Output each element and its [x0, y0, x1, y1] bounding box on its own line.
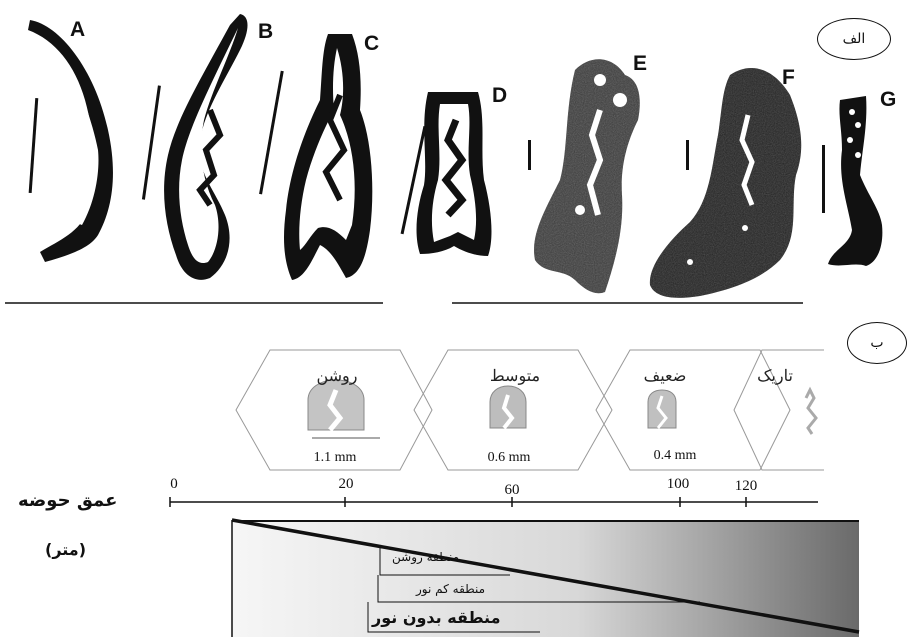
zone-label-low-light: منطقه کم نور	[416, 582, 485, 596]
shape-b	[142, 14, 248, 280]
shape-d	[401, 92, 492, 256]
shape-letter-f: F	[782, 66, 795, 90]
hex-fossil-medium	[490, 386, 526, 428]
zone-label-bright: منطقه روشن	[392, 550, 459, 564]
depth-axis-title: عمق حوضه	[18, 490, 117, 511]
hex-fossil-bright	[308, 380, 380, 438]
hex-word-bright: روشن	[292, 366, 382, 385]
tick-label-100: 100	[658, 476, 698, 493]
shape-g	[822, 96, 882, 266]
panel-a-label: الف	[817, 18, 891, 60]
zone-label-dark: منطقه بدون نور	[372, 608, 500, 627]
shape-letter-g: G	[880, 88, 896, 112]
shape-c	[259, 34, 372, 280]
hex-measure-medium: 0.6 mm	[464, 450, 554, 466]
hex-fossil-weak	[648, 390, 676, 428]
hex-word-medium: متوسط	[470, 366, 560, 385]
hex-measure-weak: 0.4 mm	[630, 448, 720, 464]
tick-label-0: 0	[154, 476, 194, 493]
shape-f	[650, 68, 801, 298]
tick-label-120: 120	[726, 478, 766, 495]
depth-axis-unit: (متر)	[45, 540, 86, 559]
shape-e	[528, 59, 640, 293]
hex-word-dark: تاریک	[740, 366, 810, 385]
hex-measure-bright: 1.1 mm	[290, 450, 380, 466]
shape-a	[28, 20, 113, 262]
shape-letter-b: B	[258, 20, 273, 44]
hex-word-weak: ضعیف	[620, 366, 710, 385]
shape-letter-a: A	[70, 18, 85, 42]
tick-label-20: 20	[326, 476, 366, 493]
panel-b-label: ب	[847, 322, 907, 364]
shape-letter-e: E	[633, 52, 647, 76]
tick-label-60: 60	[492, 482, 532, 499]
hex-fossil-dark	[806, 390, 816, 434]
shape-letter-c: C	[364, 32, 379, 56]
shape-letter-d: D	[492, 84, 507, 108]
